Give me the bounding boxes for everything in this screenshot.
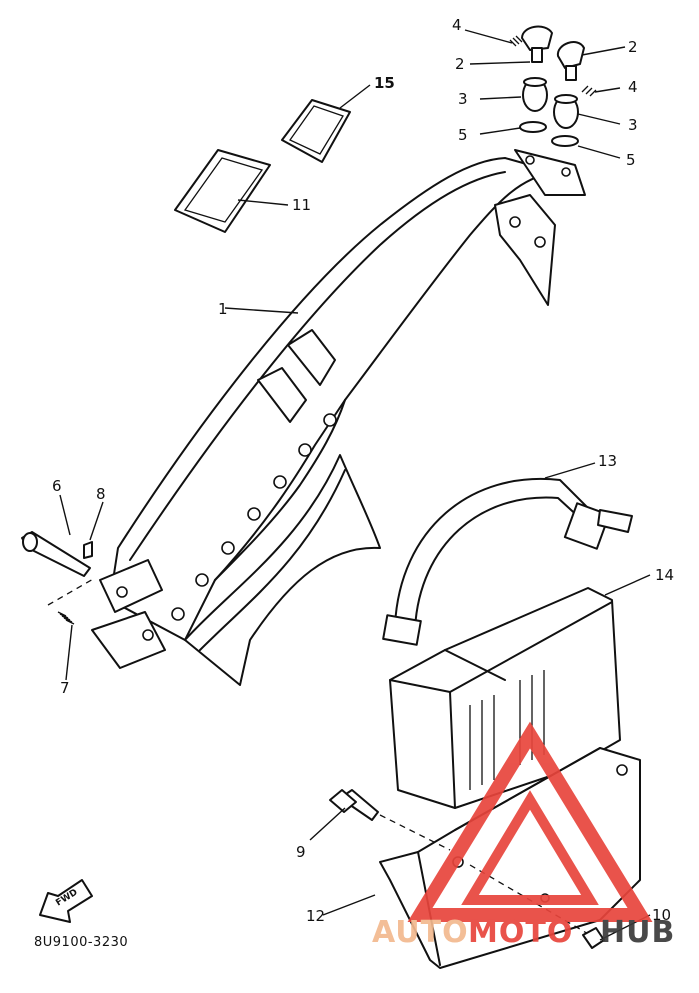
nut-10 <box>582 927 605 949</box>
callout-12: 12 <box>306 907 325 925</box>
screw-left <box>509 35 523 47</box>
callout-3b: 3 <box>628 116 638 134</box>
assembly-line-9 <box>379 814 451 851</box>
rear-fender <box>91 149 586 686</box>
callout-13: 13 <box>598 452 617 470</box>
watermark: AUTO MOTO HUB <box>372 721 675 950</box>
watermark-logo-triangle <box>407 721 653 922</box>
screw-right <box>581 85 597 97</box>
rubber-left <box>522 77 548 112</box>
washer-left <box>519 121 547 133</box>
callout-14: 14 <box>655 566 674 584</box>
callout-numbers: 1 2 2 3 3 4 4 5 5 6 7 8 9 10 11 12 13 14… <box>52 16 674 925</box>
reflector-11 <box>174 149 271 233</box>
callout-11: 11 <box>292 196 311 214</box>
callout-5b: 5 <box>626 151 636 169</box>
washer-right <box>551 135 579 147</box>
watermark-text-hub: HUB <box>600 915 675 950</box>
leader-lines <box>59 29 651 941</box>
bolt-knob-right <box>556 41 585 81</box>
callout-2b: 2 <box>628 38 638 56</box>
callout-8: 8 <box>96 485 106 503</box>
callout-10: 10 <box>652 906 671 924</box>
watermark-text-moto: MOTO <box>468 915 573 950</box>
assembly-line-7 <box>47 577 96 606</box>
rubber-right <box>553 94 579 129</box>
bolt-6 <box>21 531 91 577</box>
fwd-arrow: FWD <box>39 879 93 923</box>
part-code: 8U9100-3230 <box>34 935 128 950</box>
callout-1: 1 <box>218 300 228 318</box>
reflector-15 <box>281 99 351 163</box>
cotter-pin-8 <box>83 541 93 559</box>
callout-4a: 4 <box>452 16 462 34</box>
watermark-text-auto: AUTO <box>372 915 469 950</box>
callout-3a: 3 <box>458 90 468 108</box>
callout-4b: 4 <box>628 78 638 96</box>
callout-15: 15 <box>374 74 395 92</box>
bolt-knob-left <box>521 25 553 63</box>
bolt-9 <box>329 789 379 821</box>
spring-7 <box>57 611 75 625</box>
rivet-holes <box>171 413 337 621</box>
callout-7: 7 <box>60 679 70 697</box>
callout-9: 9 <box>296 843 306 861</box>
callout-6: 6 <box>52 477 62 495</box>
callout-2a: 2 <box>455 55 465 73</box>
battery-strap <box>382 477 633 646</box>
callout-5a: 5 <box>458 126 468 144</box>
